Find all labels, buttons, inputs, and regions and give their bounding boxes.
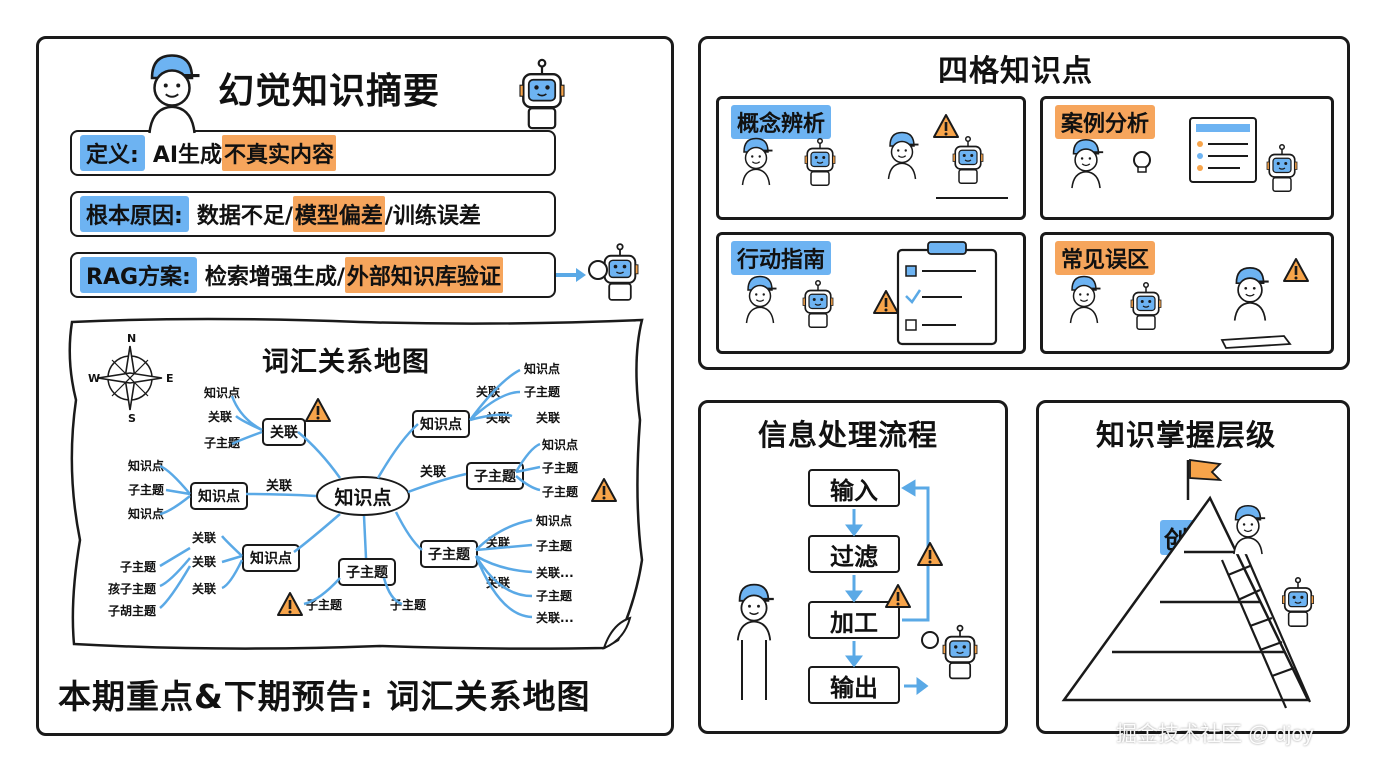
level-understand: 了解 bbox=[1160, 662, 1216, 697]
mind-map-leaf: 关联 bbox=[486, 536, 511, 550]
mind-map-leaf: 关联 bbox=[476, 385, 501, 399]
quad-case: 案例分析 bbox=[1040, 96, 1334, 220]
rag-text: 检索增强生成/ bbox=[204, 265, 345, 290]
mind-map-node: 关联 bbox=[262, 418, 306, 446]
mind-map-leaf: 知识点 bbox=[204, 386, 241, 400]
summary-title: 幻觉知识摘要 bbox=[218, 71, 441, 112]
mind-map-leaf: 关联 bbox=[192, 582, 217, 596]
mind-map-node: 知识点 bbox=[242, 544, 300, 572]
mind-map-leaf: 子主题 bbox=[120, 560, 157, 574]
mind-map-leaf: 子胡主题 bbox=[108, 604, 157, 618]
mind-map-leaf: 知识点 bbox=[128, 507, 165, 521]
mind-map-leaf: 知识点 bbox=[542, 438, 579, 452]
level-apply: 应用 bbox=[1160, 614, 1216, 649]
compass-s: S bbox=[128, 412, 136, 425]
quad-concept: 概念辨析 bbox=[716, 96, 1026, 220]
root-cause-highlight: 模型偏差 bbox=[292, 196, 385, 232]
mind-map-leaf: 子主题 bbox=[306, 598, 343, 612]
rag-highlight: 外部知识库验证 bbox=[344, 257, 503, 293]
mind-map-leaf: 子主题 bbox=[542, 485, 579, 499]
info-flow-title: 信息处理流程 bbox=[758, 418, 939, 452]
root-cause-text-2: /训练误差 bbox=[384, 204, 481, 229]
mind-map-node: 子主题 bbox=[466, 462, 524, 490]
definition-tag: 定义: bbox=[80, 135, 145, 171]
level-create: 创造 bbox=[1160, 520, 1216, 555]
mind-map-leaf: 子主题 bbox=[128, 483, 165, 497]
root-cause-tag: 根本原因: bbox=[80, 196, 189, 232]
definition-row: 定义: AI生成 不真实内容 bbox=[70, 130, 556, 176]
definition-highlight: 不真实内容 bbox=[222, 135, 337, 171]
quad-label-concept: 概念辨析 bbox=[731, 105, 832, 139]
quad-action: 行动指南 bbox=[716, 232, 1026, 354]
flow-step-filter: 过滤 bbox=[808, 535, 900, 573]
mind-map-center-node: 知识点 bbox=[316, 476, 410, 516]
mind-map-leaf: 关联 bbox=[192, 531, 217, 545]
four-grid-title: 四格知识点 bbox=[938, 54, 1093, 89]
compass-e: E bbox=[166, 372, 174, 385]
quad-label-case: 案例分析 bbox=[1055, 105, 1156, 139]
mind-map-leaf: 知识点 bbox=[536, 514, 573, 528]
mind-map-leaf: 知识点 bbox=[524, 362, 561, 376]
mind-map-node: 知识点 bbox=[190, 482, 248, 510]
mind-map-leaf: 子主题 bbox=[536, 589, 573, 603]
mind-map-link-label: 关联 bbox=[420, 465, 447, 480]
quad-mistakes: 常见误区 bbox=[1040, 232, 1334, 354]
mind-map-leaf: 知识点 bbox=[128, 459, 165, 473]
mind-map-leaf: 关联... bbox=[536, 566, 574, 580]
root-cause-row: 根本原因: 数据不足/ 模型偏差 /训练误差 bbox=[70, 191, 556, 237]
quad-label-mistakes: 常见误区 bbox=[1055, 241, 1156, 275]
mind-map-leaf: 子主题 bbox=[390, 598, 427, 612]
compass-w: W bbox=[88, 372, 101, 385]
mastery-title: 知识掌握层级 bbox=[1096, 418, 1277, 452]
mind-map-node: 子主题 bbox=[420, 540, 478, 568]
compass-n: N bbox=[127, 332, 137, 345]
mind-map-leaf: 关联 bbox=[208, 410, 233, 424]
mind-map-leaf: 子主题 bbox=[204, 436, 241, 450]
level-analyze: 分析 bbox=[1160, 566, 1216, 601]
mind-map-node: 子主题 bbox=[338, 558, 396, 586]
mind-map-leaf: 子主题 bbox=[536, 539, 573, 553]
mind-map-leaf: 子主题 bbox=[524, 385, 561, 399]
mind-map-leaf: 关联 bbox=[536, 411, 561, 425]
footer-preview: 本期重点&下期预告: 词汇关系地图 bbox=[58, 677, 591, 716]
root-cause-text-1: 数据不足/ bbox=[196, 204, 293, 229]
rag-tag: RAG方案: bbox=[80, 257, 197, 293]
watermark: 掘金技术社区 @ djoy bbox=[1116, 723, 1314, 746]
mind-map-link-label: 关联 bbox=[266, 479, 293, 494]
flow-step-output: 输出 bbox=[808, 666, 900, 704]
quad-label-action: 行动指南 bbox=[731, 241, 832, 275]
mind-map-leaf: 子主题 bbox=[542, 461, 579, 475]
rag-row: RAG方案: 检索增强生成/ 外部知识库验证 bbox=[70, 252, 556, 298]
flow-step-process: 加工 bbox=[808, 601, 900, 639]
flow-step-input: 输入 bbox=[808, 469, 900, 507]
definition-text: AI生成 bbox=[152, 143, 223, 168]
mind-map-leaf: 关联... bbox=[536, 611, 574, 625]
mind-map-leaf: 关联 bbox=[486, 411, 511, 425]
mind-map-leaf: 关联 bbox=[486, 576, 511, 590]
mind-map-leaf: 关联 bbox=[192, 555, 217, 569]
mind-map-leaf: 孩子主题 bbox=[108, 582, 157, 596]
mind-map-title: 词汇关系地图 bbox=[262, 347, 430, 378]
mind-map-node: 知识点 bbox=[412, 410, 470, 438]
